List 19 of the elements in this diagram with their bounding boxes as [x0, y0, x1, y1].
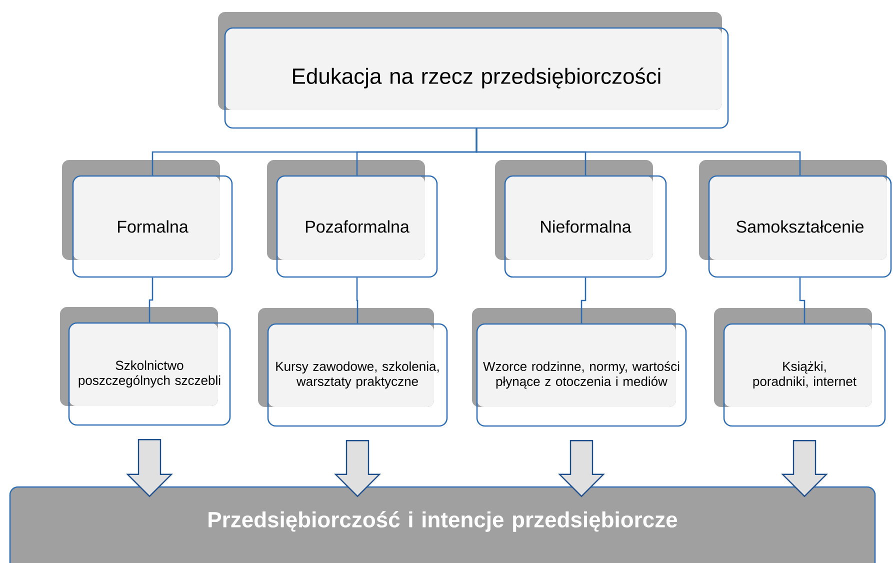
connector-line — [476, 128, 801, 176]
result-box: Przedsiębiorczość i intencje przedsiębiorcze — [9, 486, 876, 563]
example-box: Kursy zawodowe, szkolenia, warsztaty praktyczne — [258, 308, 448, 427]
example-box: Wzorce rodzinne, normy, wartości płynące z otoczenia i mediów — [472, 308, 687, 427]
example-box: Książki, poradniki, internet — [714, 308, 886, 427]
category-box: Pozaformalna — [267, 160, 438, 278]
connector-line — [799, 278, 806, 324]
block-arrow — [334, 440, 381, 498]
category-box: Nieformalna — [495, 160, 667, 278]
block-arrow — [781, 440, 828, 498]
title-box: Edukacja na rzecz przedsiębiorczości — [218, 12, 729, 129]
connector-line — [580, 278, 586, 324]
connector-line — [356, 278, 358, 324]
category-box: Formalna — [62, 160, 233, 278]
block-arrow — [126, 439, 173, 498]
block-arrow — [558, 440, 605, 498]
example-box: Szkolnictwo poszczególnych szczebli — [60, 307, 231, 426]
connector-line — [148, 278, 154, 322]
category-box: Samokształcenie — [699, 160, 892, 278]
